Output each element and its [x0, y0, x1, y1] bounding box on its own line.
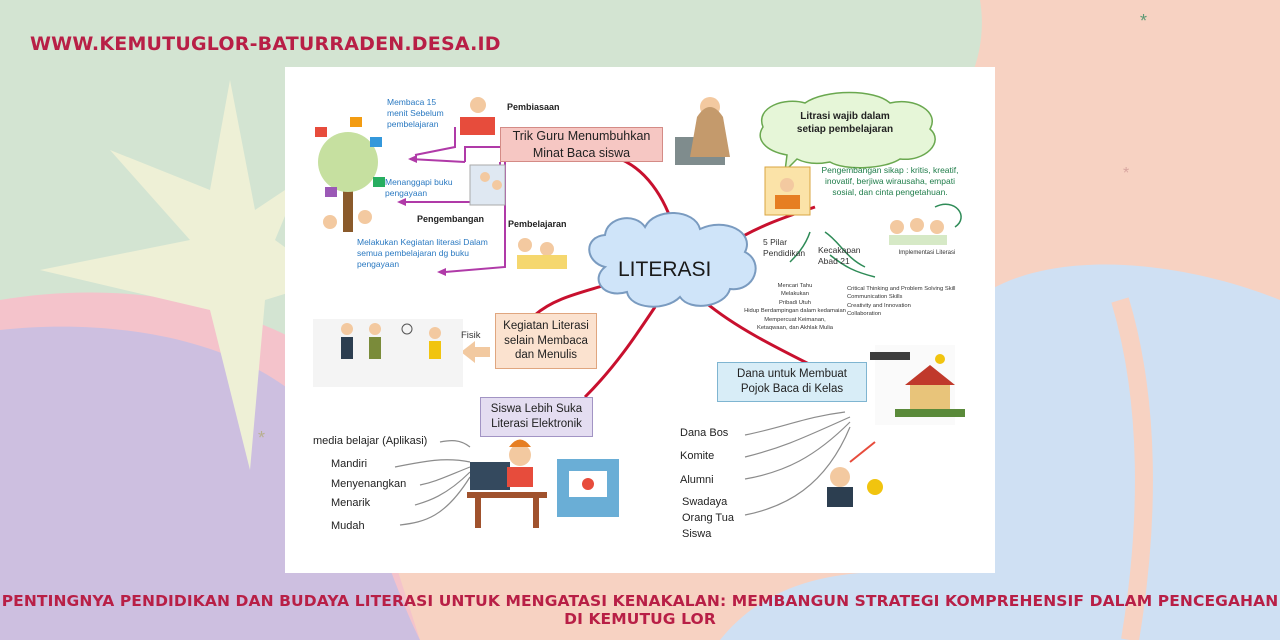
house-money-illustration: [870, 345, 965, 425]
students-illustration: [517, 238, 567, 269]
sports-illustration: [313, 319, 463, 387]
mindmap-connectors: [313, 91, 965, 528]
sparkle-icon: *: [1123, 165, 1129, 182]
membaca-15-menit-text: Membaca 15 menit Sebelum pembelajaran: [387, 97, 444, 130]
arrow-line: [399, 476, 471, 526]
elearning-illustration: [557, 459, 619, 517]
arrow-line: [409, 158, 466, 163]
kegiatan-literasi-box: Kegiatan Literasi selain Membaca dan Men…: [495, 313, 597, 369]
alumni-text: Alumni: [680, 474, 714, 486]
arrow-line: [394, 459, 471, 468]
background-star-shape: [40, 80, 330, 470]
arrow-line: [419, 466, 471, 486]
pembiasaan-label: Pembiasaan: [507, 102, 560, 112]
reading-kid-illustration: [460, 97, 495, 135]
literasi-wajib-text: Litrasi wajib dalam setiap pembelajaran: [796, 111, 894, 135]
arrow-line: [439, 439, 471, 448]
arrow-head-icon: [397, 198, 406, 206]
media-belajar-text: media belajar (Aplikasi): [313, 435, 428, 447]
pengembangan-sikap-text: Pengembangan sikap : kritis, kreatif, in…: [821, 165, 959, 198]
speech-bubble: [759, 91, 936, 174]
background-blue-lower: [720, 571, 990, 640]
arrow-line: [744, 411, 846, 436]
mudah-text: Mudah: [331, 520, 365, 532]
arrow-left-icon: [461, 341, 490, 363]
pembelajaran-label: Pembelajaran: [508, 219, 567, 229]
implementation-kids-illustration: [889, 218, 947, 245]
menanggapi-buku-text: Menanggapi buku pengayaan: [385, 177, 453, 199]
arrow-line: [464, 146, 500, 162]
center-title: LITERASI: [618, 258, 712, 281]
dana-pojok-baca-box: Dana untuk Membuat Pojok Baca di Kelas: [717, 362, 867, 402]
dana-bos-text: Dana Bos: [680, 427, 729, 439]
arrow-head-icon: [437, 268, 446, 276]
arrow-line: [744, 416, 851, 458]
arrow-line: [414, 471, 471, 506]
implementasi-literasi-label: Implementasi Literasi: [898, 250, 956, 256]
arrow-line: [824, 231, 866, 268]
pilar-list-text: Mencari Tahu Melakukan Pribadi Utuh Hidu…: [744, 283, 846, 331]
arrow-line: [934, 203, 962, 228]
lima-pilar-label: 5 Pilar Pendidikan: [763, 237, 806, 259]
classroom-illustration: [469, 164, 506, 206]
pengembangan-label: Pengembangan: [417, 214, 485, 224]
page-caption: PENTINGNYA PENDIDIKAN DAN BUDAYA LITERAS…: [1, 592, 1279, 628]
melakukan-kegiatan-text: Melakukan Kegiatan literasi Dalam semua …: [357, 237, 488, 270]
arrow-head-icon: [408, 155, 417, 163]
tree-illustration: [315, 117, 385, 232]
abad-skills-text: Critical Thinking and Problem Solving Sk…: [847, 286, 956, 318]
arrow-line: [789, 231, 811, 263]
menarik-text: Menarik: [331, 497, 371, 509]
arrow-line: [744, 426, 851, 516]
background-swirl: [1111, 297, 1153, 640]
reading-book-illustration: [764, 166, 811, 216]
arrow-line: [414, 127, 456, 156]
swadaya-text: Swadaya Orang Tua Siswa: [682, 496, 734, 540]
arrow-line: [744, 421, 851, 480]
site-url: WWW.KEMUTUGLOR-BATURRADEN.DESA.ID: [30, 33, 501, 55]
sparkle-icon: *: [258, 428, 265, 448]
branch-dana: [704, 300, 816, 369]
branch-elektronik: [583, 306, 657, 399]
fisik-label: Fisik: [461, 330, 481, 341]
trik-guru-box: Trik Guru Menumbuhkan Minat Baca siswa: [500, 127, 663, 162]
arrow-line: [829, 254, 876, 278]
student-computer-illustration: [467, 439, 547, 528]
teacher-illustration: [675, 97, 730, 165]
mindmap-image: Trik Guru Menumbuhkan Minat Baca siswa P…: [285, 67, 995, 573]
literasi-elektronik-box: Siswa Lebih Suka Literasi Elektronik: [480, 397, 593, 437]
komite-text: Komite: [680, 450, 715, 462]
sparkle-icon: *: [1140, 11, 1147, 31]
mandiri-text: Mandiri: [331, 458, 368, 470]
center-cloud: [588, 212, 757, 308]
businessman-illustration: [827, 441, 883, 507]
menyenangkan-text: Menyenangkan: [331, 478, 407, 490]
kecakapan-abad-label: Kecakapan Abad 21: [818, 245, 861, 267]
